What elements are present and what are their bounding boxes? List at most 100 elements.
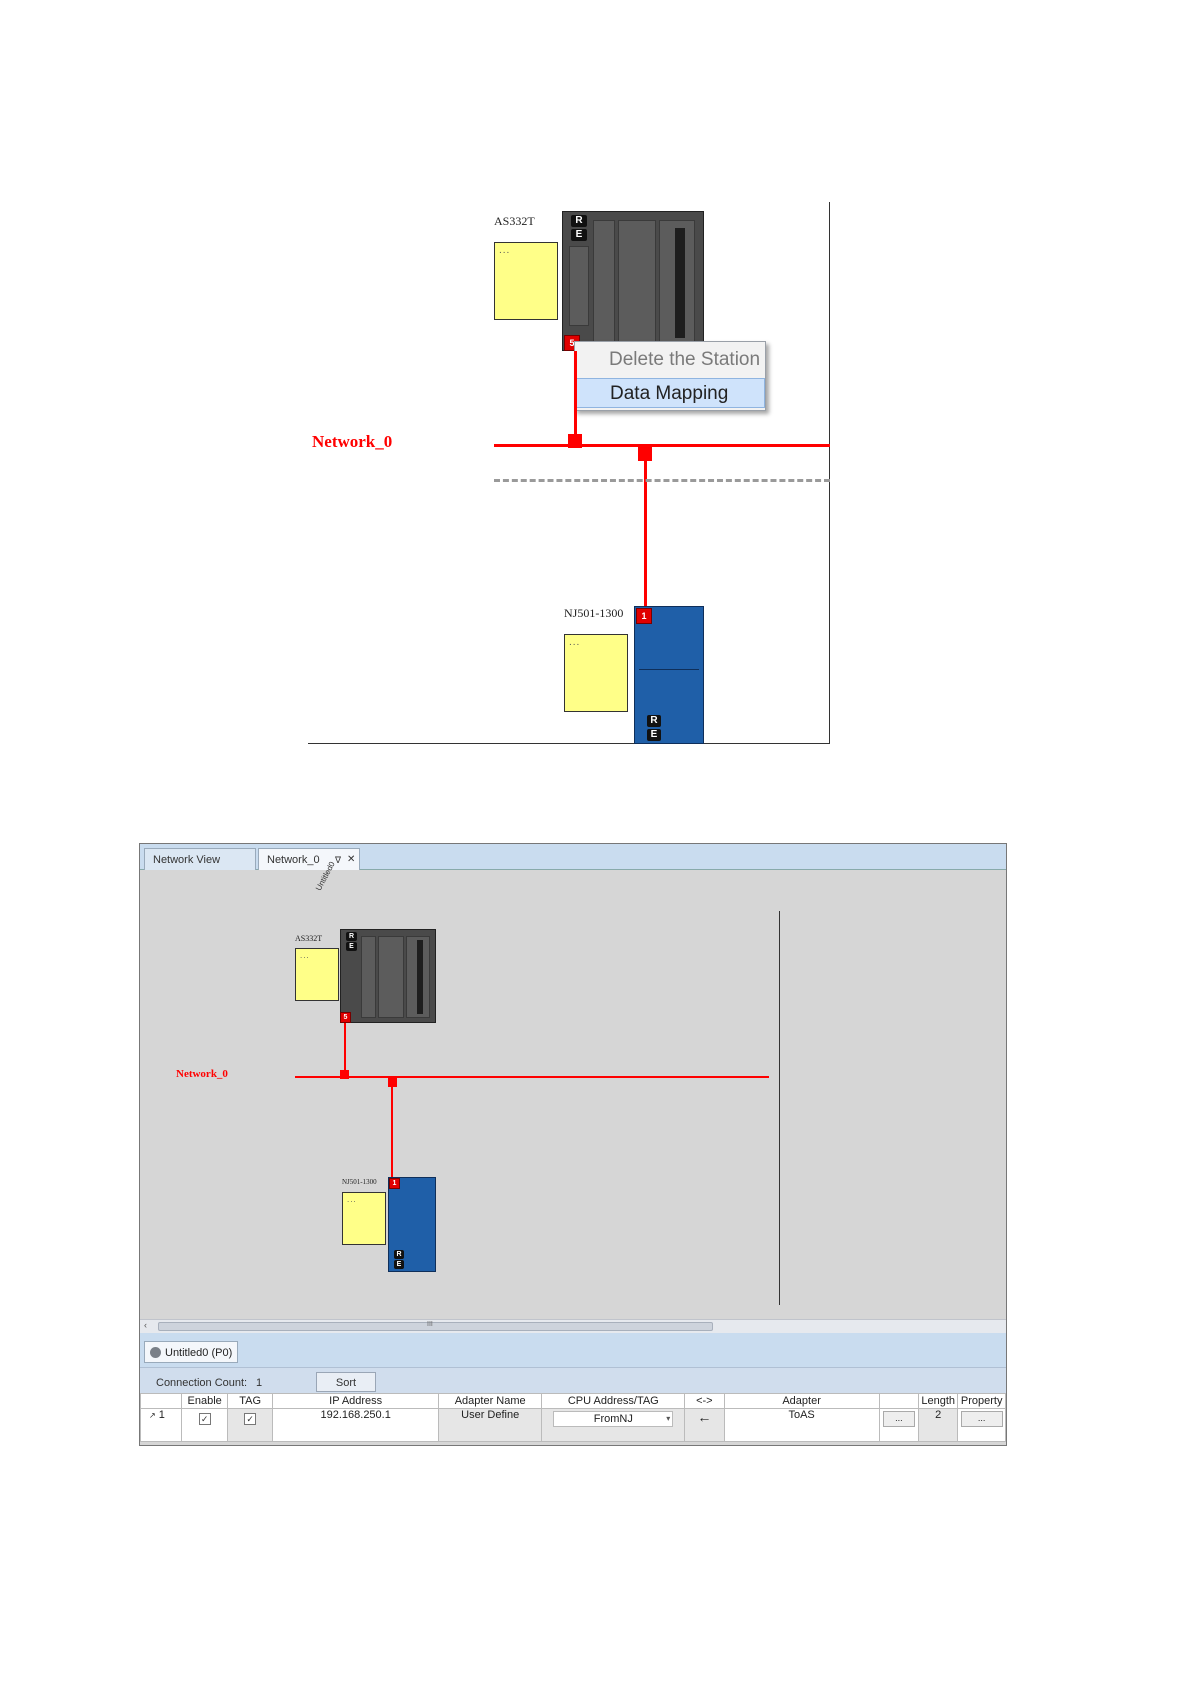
ethernet-port-bottom[interactable]: 1 — [636, 608, 652, 624]
note-text: ... — [347, 1195, 357, 1204]
connection-count-value: 1 — [256, 1377, 263, 1389]
plc-tag-e: E — [346, 942, 357, 951]
plc-module-slot — [569, 246, 589, 326]
chevron-down-icon[interactable]: ▾ — [666, 1414, 671, 1423]
status-dot-icon — [150, 1347, 161, 1358]
enable-cell[interactable]: ✓ — [181, 1408, 228, 1442]
column-header — [139, 1393, 183, 1409]
note-text: ... — [499, 245, 511, 256]
length-cell[interactable]: 2 — [918, 1408, 959, 1442]
property-button[interactable]: ... — [960, 1411, 1003, 1427]
plc-tag-e: E — [571, 229, 587, 241]
scrollbar-thumb[interactable]: III — [158, 1321, 713, 1331]
adapter-browse-button[interactable]: ... — [882, 1411, 915, 1427]
table-row[interactable]: ↗ 1 ✓ ✓ 192.168.250.1 User Define FromNJ… — [139, 1408, 1006, 1442]
plc-tag-r: R — [571, 215, 587, 227]
canvas-spacer — [140, 1305, 1006, 1319]
note-text: ... — [300, 951, 310, 960]
note-text: ... — [569, 637, 581, 648]
ip-address-cell[interactable]: 192.168.250.1 — [272, 1408, 439, 1442]
network-canvas[interactable]: Untitled0 AS332T ... R E 5 Network_0 NJ5… — [142, 860, 1006, 1331]
enable-checkbox[interactable]: ✓ — [198, 1413, 211, 1425]
plc-as332t[interactable]: R E — [562, 211, 704, 351]
device-note[interactable]: ... — [494, 242, 558, 320]
arrow-left-icon[interactable]: ← — [697, 1409, 712, 1425]
plc-nj501[interactable]: R E — [388, 1177, 436, 1272]
device-label-as332t: AS332T — [494, 214, 535, 228]
figure-frame-right — [829, 202, 830, 744]
ethernet-port-bottom[interactable]: 1 — [389, 1178, 400, 1189]
device-note[interactable]: ... — [342, 1192, 386, 1245]
canvas-frame-right — [779, 911, 780, 1331]
plc-as332t[interactable]: R E — [340, 929, 436, 1023]
network-bus-line[interactable] — [494, 444, 830, 447]
tab-untitled0-p0[interactable]: Untitled0 (P0) — [144, 1341, 238, 1363]
adapter-browse-cell[interactable]: ... — [878, 1408, 920, 1442]
horizontal-scrollbar[interactable]: ‹ III — [140, 1319, 1006, 1333]
drop-line-top — [344, 1023, 346, 1077]
column-header-length[interactable]: Length — [918, 1393, 959, 1409]
drop-line-top — [574, 351, 577, 447]
column-header-property[interactable]: Property — [957, 1393, 1006, 1409]
tab-network-0[interactable]: Network_0 ∇ ✕ — [258, 848, 360, 870]
plc-module-slot — [378, 936, 404, 1018]
device-note[interactable]: ... — [564, 634, 628, 712]
tag-cell[interactable]: ✓ — [226, 1408, 274, 1442]
cpu-tag-cell[interactable]: FromNJ ▾ — [541, 1408, 686, 1442]
sort-button[interactable]: Sort — [316, 1372, 376, 1392]
plc-nj501[interactable]: R E — [634, 606, 704, 744]
network-divider-dashed — [494, 479, 830, 482]
cpu-tag-value: FromNJ — [593, 1413, 633, 1425]
plc-tag-r: R — [346, 932, 357, 941]
bus-node-top — [568, 434, 582, 448]
scroll-left-icon[interactable]: ‹ — [144, 1320, 147, 1330]
direction-cell[interactable]: ← — [684, 1408, 725, 1442]
adapter-name-cell[interactable]: User Define — [437, 1408, 543, 1442]
column-header-ip[interactable]: IP Address — [272, 1393, 439, 1409]
connection-table: Enable TAG IP Address Adapter Name CPU A… — [139, 1393, 1006, 1442]
bus-node-bottom — [388, 1078, 397, 1087]
column-header-direction[interactable]: <-> — [684, 1393, 725, 1409]
column-header-adapter[interactable]: Adapter — [723, 1393, 880, 1409]
row-edit-icon: ↗ — [149, 1411, 156, 1420]
pin-icon[interactable]: ∇ — [335, 855, 342, 865]
tab-label: Network_0 — [267, 854, 320, 866]
plc-tag-r: R — [394, 1250, 404, 1259]
column-header-cpu-tag[interactable]: CPU Address/TAG — [541, 1393, 686, 1409]
network-label: Network_0 — [312, 432, 393, 451]
cpu-tag-select[interactable]: FromNJ ▾ — [553, 1411, 674, 1427]
close-icon[interactable]: ✕ — [347, 854, 356, 865]
menu-item-delete-station[interactable]: Delete the Station — [609, 349, 761, 370]
drop-line-bottom — [644, 460, 647, 608]
connection-toolbar: Connection Count: 1 Sort — [140, 1367, 1006, 1393]
drop-line-bottom — [391, 1086, 393, 1180]
menu-item-data-mapping[interactable]: Data Mapping — [575, 378, 765, 408]
network-bus-line[interactable] — [295, 1076, 769, 1078]
row-index-text: 1 — [158, 1409, 165, 1421]
table-header-row: Enable TAG IP Address Adapter Name CPU A… — [139, 1393, 1006, 1409]
row-index: ↗ 1 — [139, 1408, 183, 1442]
column-header-enable[interactable]: Enable — [181, 1393, 228, 1409]
plc-connector — [675, 228, 685, 338]
device-note[interactable]: ... — [295, 948, 339, 1001]
plc-module-slot — [618, 220, 656, 344]
device-label-nj501: NJ501-1300 — [342, 1178, 377, 1186]
plc-module-slot — [361, 936, 376, 1018]
ethernet-port-top[interactable]: 5 — [340, 1012, 351, 1023]
connection-count-label: Connection Count: — [156, 1377, 248, 1389]
tab-network-view[interactable]: Network View — [144, 848, 256, 870]
module-divider — [639, 669, 699, 670]
plc-tag-e: E — [394, 1260, 404, 1269]
column-header-adapter-name[interactable]: Adapter Name — [437, 1393, 543, 1409]
device-label-as332t: AS332T — [295, 934, 323, 943]
column-header-tag[interactable]: TAG — [226, 1393, 274, 1409]
plc-module-slot — [593, 220, 615, 344]
column-header — [878, 1393, 920, 1409]
adapter-cell[interactable]: ToAS — [723, 1408, 880, 1442]
figure-frame-bottom — [308, 743, 830, 744]
property-cell[interactable]: ... — [957, 1408, 1006, 1442]
panel-tab-label: Untitled0 (P0) — [165, 1347, 233, 1359]
bus-node-top — [340, 1070, 349, 1079]
software-screenshot: Network View Network_0 ∇ ✕ Untitled0 AS3… — [139, 843, 1007, 1446]
tag-checkbox[interactable]: ✓ — [244, 1413, 257, 1425]
